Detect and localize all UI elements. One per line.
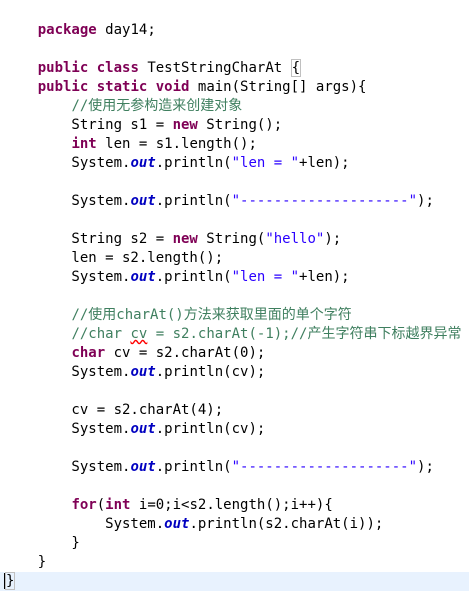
field-out: out	[164, 516, 190, 532]
kw-char: char	[71, 345, 106, 361]
code-line: System.out.println("--------------------…	[4, 193, 434, 209]
field-out: out	[130, 193, 156, 209]
code-line: cv = s2.charAt(4);	[4, 402, 224, 418]
kw-for: for	[71, 497, 97, 513]
code-line: int len = s1.length();	[71, 136, 257, 152]
kw-void: void	[155, 79, 190, 95]
code-line: }	[4, 535, 80, 551]
kw-package: package	[37, 22, 97, 38]
code-comment: //使用无参构造来创建对象	[71, 98, 243, 114]
package-name: day14;	[105, 22, 156, 38]
code-comment: //char cv = s2.charAt(-1);//产生字符串下标越界异常	[71, 326, 462, 342]
kw-int: int	[71, 136, 97, 152]
code-line: //char cv = s2.charAt(-1);//产生字符串下标越界异常	[4, 325, 461, 344]
field-out: out	[130, 421, 156, 437]
code-line: System.out.println(cv);	[4, 421, 266, 437]
spelling-squiggle: cv	[130, 326, 148, 342]
string-literal: "len = "	[231, 269, 300, 285]
code-line: //使用charAt()方法来获取里面的单个字符	[4, 306, 352, 325]
code-line: String s1 = new String();	[4, 117, 283, 133]
code-line: for(int i=0;i<s2.length();i++){	[71, 497, 333, 513]
code-line: System.out.println(s2.charAt(i));	[4, 516, 384, 532]
code-line: System.out.println(cv);	[4, 364, 266, 380]
code-line: System.out.println("len = "+len);	[4, 155, 350, 171]
code-line: System.out.println("--------------------…	[4, 459, 434, 475]
field-out: out	[130, 459, 156, 475]
code-line: package day14;	[4, 2, 156, 38]
code-line: len = s2.length();	[4, 250, 224, 266]
field-out: out	[130, 364, 156, 380]
kw-class: class	[96, 60, 139, 76]
code-comment: //使用charAt()方法来获取里面的单个字符	[71, 307, 352, 323]
kw-new: new	[172, 117, 198, 133]
code-line: }	[4, 554, 47, 570]
kw-public: public	[37, 60, 89, 76]
code-line: System.out.println("len = "+len);	[4, 269, 350, 285]
string-literal: "hello"	[265, 231, 325, 247]
string-literal: "len = "	[231, 155, 300, 171]
matched-brace: }	[5, 572, 16, 590]
code-line: public static void main(String[] args){	[37, 79, 367, 95]
kw-public: public	[37, 79, 89, 95]
code-line: public class TestStringCharAt {	[4, 40, 302, 77]
field-out: out	[130, 269, 156, 285]
field-out: out	[130, 155, 156, 171]
class-name: TestStringCharAt	[147, 60, 283, 76]
code-line-current[interactable]: }	[0, 572, 469, 591]
kw-int: int	[105, 497, 131, 513]
string-literal: "--------------------"	[231, 459, 418, 475]
matched-brace: {	[290, 59, 302, 77]
code-line: char cv = s2.charAt(0);	[71, 345, 266, 361]
code-line: String s2 = new String("hello");	[4, 231, 342, 247]
string-literal: "--------------------"	[231, 193, 418, 209]
kw-new: new	[172, 231, 198, 247]
code-line: //使用无参构造来创建对象	[4, 97, 242, 116]
kw-static: static	[96, 79, 148, 95]
